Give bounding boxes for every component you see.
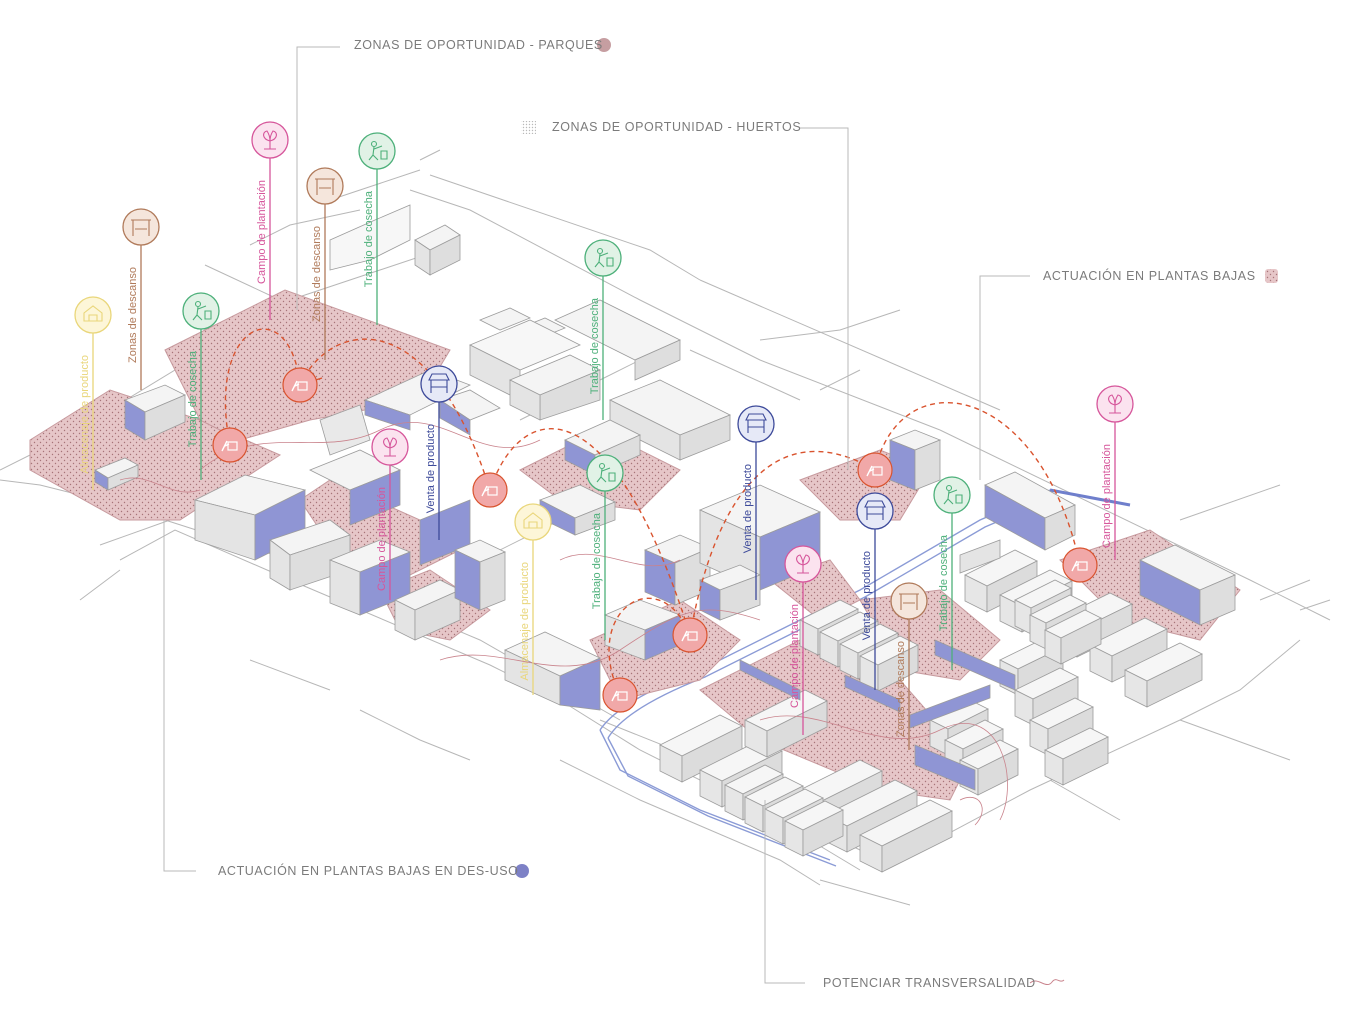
orchard-hub-icon <box>603 678 637 712</box>
activity-pin-label: Trabajo de cosecha <box>938 534 950 631</box>
legend-parques: ZONAS DE OPORTUNIDAD - PARQUES <box>354 38 603 52</box>
activity-pin-label: Almacenaje de producto <box>79 355 91 474</box>
plant-icon <box>252 122 288 158</box>
plant-icon <box>372 429 408 465</box>
bench-icon <box>123 209 159 245</box>
market-stall-icon <box>738 406 774 442</box>
activity-pin: Zonas de descanso <box>123 209 159 390</box>
activity-pin-label: Zonas de descanso <box>311 226 323 322</box>
farmer-icon <box>183 293 219 329</box>
activity-pin-label: Venta de producto <box>742 464 754 553</box>
orchard-hub-icon <box>473 473 507 507</box>
activity-pin-label: Trabajo de cosecha <box>363 190 375 287</box>
activity-pin-label: Campo de plantación <box>789 604 801 708</box>
bench-icon <box>891 583 927 619</box>
bench-icon <box>307 168 343 204</box>
orchard-hub-icon <box>283 368 317 402</box>
farmer-icon <box>934 477 970 513</box>
activity-pin-label: Almacenaje de producto <box>519 562 531 681</box>
legend-plantas-bajas: ACTUACIÓN EN PLANTAS BAJAS <box>1043 269 1256 283</box>
legend-des-uso: ACTUACIÓN EN PLANTAS BAJAS EN DES-USO <box>218 864 519 878</box>
activity-pin-label: Trabajo de cosecha <box>591 512 603 609</box>
orchard-hub-icon <box>213 428 247 462</box>
activity-pin: Campo de plantación <box>252 122 288 320</box>
activity-pin-label: Trabajo de cosecha <box>187 350 199 447</box>
farmer-icon <box>359 133 395 169</box>
storage-icon <box>515 504 551 540</box>
market-stall-icon <box>421 366 457 402</box>
activity-pin-label: Campo de plantación <box>1101 444 1113 548</box>
farmer-icon <box>585 240 621 276</box>
activity-pin-label: Campo de plantación <box>256 180 268 284</box>
legend-transversalidad: POTENCIAR TRANSVERSALIDAD <box>823 976 1036 990</box>
farmer-icon <box>587 455 623 491</box>
legend-huertos: ZONAS DE OPORTUNIDAD - HUERTOS <box>552 120 801 134</box>
activity-pin-label: Zonas de descanso <box>895 641 907 737</box>
storage-icon <box>75 297 111 333</box>
plantas-bajas-legend-swatch <box>1265 269 1278 283</box>
plant-icon <box>785 546 821 582</box>
market-stall-icon <box>857 493 893 529</box>
huertos-legend-swatch <box>521 121 536 134</box>
orchard-hub-icon <box>858 453 892 487</box>
activity-pin-label: Zonas de descanso <box>127 267 139 363</box>
activity-pin-label: Venta de producto <box>425 424 437 513</box>
activity-pin-label: Venta de producto <box>861 551 873 640</box>
plant-icon <box>1097 386 1133 422</box>
orchard-hub-icon <box>673 618 707 652</box>
activity-pin: Campo de plantación <box>1097 386 1133 560</box>
activity-pin-label: Campo de plantación <box>376 487 388 591</box>
orchard-hub-icon <box>1063 548 1097 582</box>
activity-pin-label: Trabajo de cosecha <box>589 297 601 394</box>
